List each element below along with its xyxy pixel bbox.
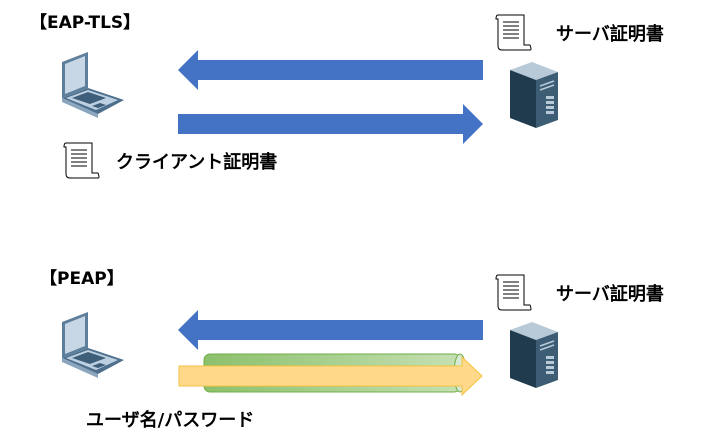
certificate-scroll-icon <box>495 274 532 311</box>
server-tower-icon <box>510 322 558 388</box>
peap-title: 【PEAP】 <box>40 269 124 289</box>
credentials-label: ユーザ名/パスワード <box>86 410 255 431</box>
laptop-icon <box>62 52 124 118</box>
certificate-scroll-icon <box>63 142 100 179</box>
arrow-server-to-client <box>178 310 483 350</box>
arrow-client-to-server <box>178 355 483 397</box>
client-cert-label: クライアント証明書 <box>116 152 278 173</box>
server-cert-label: サーバ証明書 <box>556 284 664 305</box>
laptop-icon <box>62 312 124 378</box>
certificate-scroll-icon <box>495 14 532 51</box>
arrow-server-to-client <box>178 50 483 90</box>
server-tower-icon <box>510 62 558 128</box>
eap-tls-title: 【EAP-TLS】 <box>30 13 141 33</box>
arrow-client-to-server <box>178 104 483 144</box>
server-cert-label: サーバ証明書 <box>556 24 664 45</box>
